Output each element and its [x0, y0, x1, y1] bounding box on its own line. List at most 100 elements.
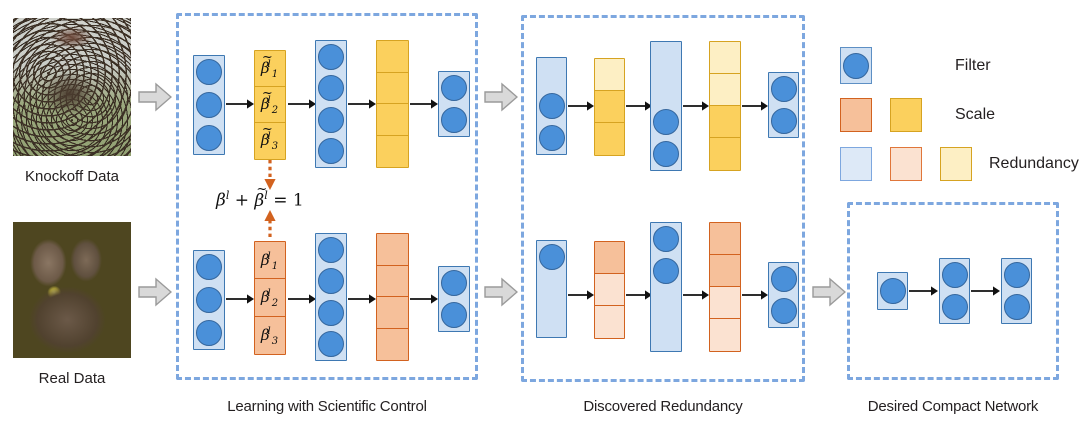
filter-dot	[653, 109, 679, 135]
filter-dot	[770, 298, 797, 324]
filter-dot	[441, 75, 467, 101]
compact-filters-3	[1001, 258, 1032, 324]
redundancy-knockoff-scale-1	[594, 58, 625, 156]
filter-cell	[537, 241, 566, 273]
filter-cell	[194, 89, 224, 122]
scale-segment	[377, 328, 408, 360]
filter-cell	[651, 106, 681, 138]
learning-knockoff-scale-2	[376, 40, 409, 168]
filter-dot	[653, 226, 679, 252]
learning-knockoff-filters-3	[438, 71, 470, 137]
filter-cell	[769, 295, 798, 327]
compact-filters-1	[877, 272, 908, 310]
arrow-redundancy-real-4	[742, 288, 768, 302]
legend-label-scale: Scale	[955, 106, 996, 123]
gray-arrow-redundancy-to-compact	[812, 277, 846, 307]
gray-arrow-real-to-learning	[138, 277, 172, 307]
panel-learning-box	[176, 13, 478, 380]
arrow-learning-knockoff-1	[226, 97, 254, 111]
arrow-learning-real-1	[226, 292, 254, 306]
real-data-caption: Real Data	[38, 370, 106, 387]
filter-dot	[770, 108, 797, 134]
filter-cell	[316, 266, 346, 298]
scale-label: ~βl2	[260, 85, 279, 116]
scale-segment-redundant	[595, 273, 624, 306]
legend-swatch-scale-orange-icon	[840, 98, 872, 132]
redundancy-real-filters-3	[768, 262, 799, 328]
legend-row-scale: Scale	[840, 98, 995, 132]
legend: Filter Scale Redundancy	[840, 40, 1080, 181]
filter-cell	[194, 251, 224, 284]
filter-cell	[769, 263, 798, 295]
filter-dot	[196, 319, 222, 346]
filter-cell	[194, 284, 224, 317]
scale-segment-redundant	[595, 305, 624, 338]
scale-segment	[377, 104, 408, 136]
filter-dot	[538, 124, 565, 151]
filter-dot	[441, 302, 467, 328]
legend-label-filter: Filter	[955, 56, 991, 74]
arrow-redundancy-knockoff-1	[568, 99, 594, 113]
arrow-redundancy-real-2	[626, 288, 652, 302]
filter-cell	[878, 273, 907, 309]
scale-segment: βl1	[255, 242, 285, 280]
filter-dot	[770, 76, 797, 102]
filter-dot	[318, 106, 344, 133]
arrow-compact-1	[909, 284, 938, 298]
arrow-learning-real-4	[410, 292, 438, 306]
filter-cell	[651, 223, 681, 255]
scale-segment-redundant	[710, 42, 740, 74]
filter-dot	[538, 243, 565, 270]
legend-row-filter: Filter	[840, 47, 991, 84]
knockoff-data-image	[13, 18, 131, 156]
scale-segment	[377, 72, 408, 104]
scale-segment-redundant	[710, 287, 740, 319]
scale-segment-redundant	[710, 319, 740, 351]
arrow-learning-real-3	[348, 292, 376, 306]
scale-segment	[377, 41, 408, 73]
filter-cell	[439, 104, 469, 136]
arrow-learning-knockoff-2	[288, 97, 316, 111]
filter-cell	[537, 90, 566, 122]
scale-segment-redundant	[595, 59, 624, 91]
redundancy-knockoff-filters-2	[650, 41, 682, 171]
filter-dot	[318, 43, 344, 70]
learning-knockoff-filters-1	[193, 55, 225, 155]
scale-segment	[595, 90, 624, 123]
learning-real-filters-2	[315, 233, 347, 361]
filter-cell	[316, 136, 346, 168]
panel-redundancy-box	[521, 15, 805, 382]
legend-swatch-redundancy-yellow-icon	[940, 147, 972, 181]
filter-dot	[318, 331, 344, 358]
learning-knockoff-scale-1: ~βl1 ~βl2 ~βl3	[254, 50, 286, 160]
arrow-redundancy-knockoff-4	[742, 99, 768, 113]
filter-cell	[316, 234, 346, 266]
scale-label: βl1	[260, 250, 279, 272]
filter-dot	[441, 270, 467, 296]
redundancy-real-scale-1	[594, 241, 625, 339]
arrow-learning-knockoff-4	[410, 97, 438, 111]
filter-dot	[538, 92, 565, 119]
filter-cell	[651, 138, 681, 170]
filter-cell	[1002, 291, 1031, 323]
scale-segment	[710, 223, 740, 255]
filter-cell	[769, 73, 798, 105]
scale-label: βl2	[260, 287, 279, 309]
filter-cell	[439, 299, 469, 331]
scale-segment	[595, 242, 624, 274]
filter-cell	[316, 297, 346, 329]
filter-cell	[316, 73, 346, 105]
filter-cell	[940, 291, 969, 323]
filter-dot	[318, 236, 344, 263]
legend-swatch-scale-yellow-icon	[890, 98, 922, 132]
learning-real-scale-2	[376, 233, 409, 361]
scale-label: βl3	[260, 325, 279, 347]
filter-dot	[196, 91, 222, 118]
filter-cell	[940, 259, 969, 291]
filter-dot	[441, 107, 467, 133]
redundancy-knockoff-scale-2	[709, 41, 741, 171]
filter-dot	[653, 258, 679, 284]
filter-dot	[1003, 294, 1030, 320]
arrow-learning-knockoff-3	[348, 97, 376, 111]
